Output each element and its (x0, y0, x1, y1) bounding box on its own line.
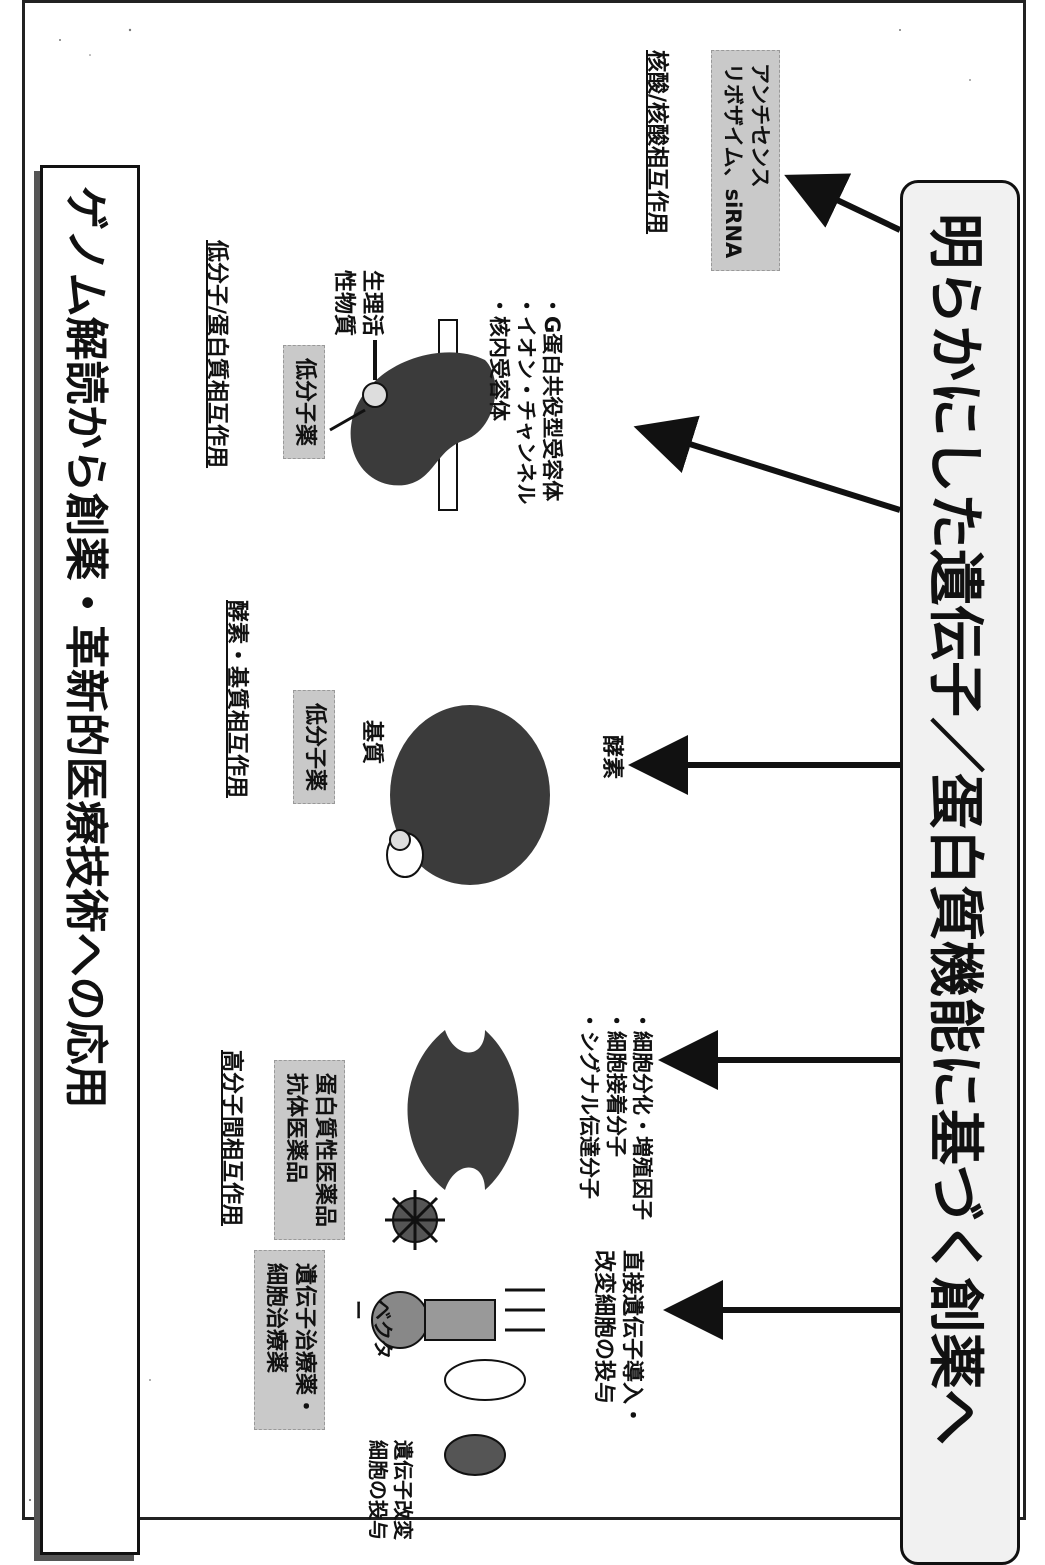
page-frame (22, 0, 1026, 1520)
bottom-banner: 明らかにした遺伝子／蛋白質機能に基づく創薬へ (900, 180, 1020, 1565)
arrow-to-receptor (633, 415, 901, 513)
receptor-protein-illustration (329, 319, 496, 511)
gene-therapy-illustration (371, 1190, 545, 1476)
antibody-illustration (407, 1030, 519, 1190)
arrow-to-nucleic (784, 173, 902, 233)
enzyme-illustration (386, 705, 550, 885)
